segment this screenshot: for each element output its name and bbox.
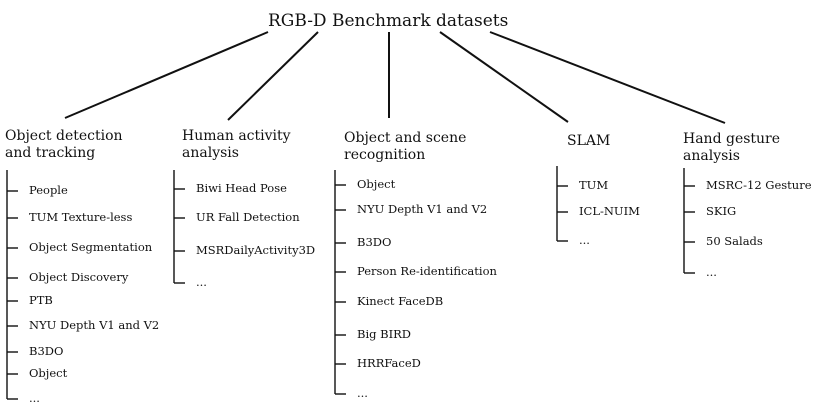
dataset-item: MSRDailyActivity3D (196, 243, 316, 257)
dataset-item: ... (706, 265, 717, 279)
dataset-item: ... (29, 391, 40, 405)
dataset-item: ... (579, 233, 590, 247)
branch-line-1 (64, 31, 269, 119)
root-title: RGB-D Benchmark datasets (268, 11, 509, 31)
dataset-item: PTB (29, 293, 53, 307)
category-title-line: SLAM (567, 133, 611, 149)
category-title-line: analysis (182, 145, 239, 161)
dataset-item: Person Re-identification (357, 264, 497, 278)
dataset-item: UR Fall Detection (196, 210, 300, 224)
dataset-item: Object (357, 177, 396, 191)
dataset-item: ICL-NUIM (579, 204, 640, 218)
category-title-4: SLAM (567, 133, 610, 150)
dataset-item: Object Segmentation (29, 240, 153, 254)
branch-line-5 (489, 31, 726, 124)
dataset-item: SKIG (706, 204, 737, 218)
category-title-line: recognition (344, 147, 426, 163)
dataset-item: 50 Salads (706, 234, 763, 248)
dataset-item: HRRFaceD (357, 356, 421, 370)
dataset-item: ... (196, 275, 207, 289)
dataset-item: Object (29, 366, 68, 380)
dataset-item: People (29, 183, 68, 197)
dataset-item: Biwi Head Pose (196, 181, 287, 195)
dataset-item: Big BIRD (357, 327, 412, 341)
dataset-item: MSRC-12 Gesture (706, 178, 812, 192)
category-title-line: Object and scene (344, 130, 467, 146)
category-title-line: Object detection (5, 128, 123, 144)
dataset-item: ... (357, 386, 368, 400)
dataset-item: B3DO (29, 344, 64, 358)
dataset-item: B3DO (357, 235, 392, 249)
branch-line-4 (439, 31, 569, 123)
category-title-line: and tracking (5, 145, 96, 161)
dataset-item: NYU Depth V1 and V2 (357, 202, 488, 216)
dataset-item: TUM (579, 178, 609, 192)
dataset-item: Object Discovery (29, 270, 129, 284)
category-title-line: analysis (683, 148, 740, 164)
category-title-line: Hand gesture (683, 131, 781, 147)
dataset-item: NYU Depth V1 and V2 (29, 318, 160, 332)
category-title-line: Human activity (182, 128, 291, 144)
dataset-item: Kinect FaceDB (357, 294, 444, 308)
branch-line-2 (227, 31, 319, 121)
dataset-item: TUM Texture-less (29, 210, 133, 224)
